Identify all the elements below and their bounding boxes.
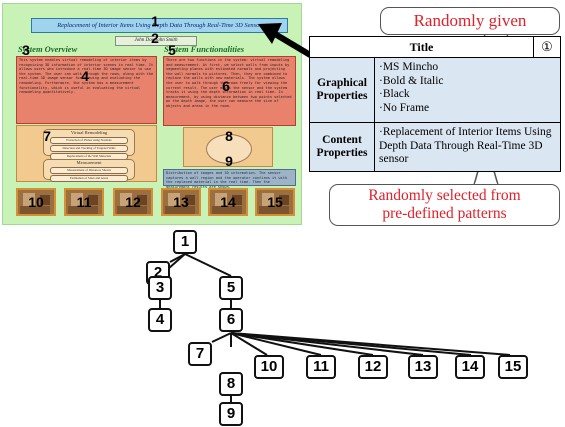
tree-node-10: 10 <box>254 355 284 379</box>
content-properties-value: ·Replacement of Interior Items Using Dep… <box>374 122 561 172</box>
diagram-group-measurement: Measurement Measurement of Distances Sho… <box>43 159 135 182</box>
arrow-head <box>258 23 282 44</box>
tree-node-11: 11 <box>306 355 336 379</box>
tree-node-12: 12 <box>358 355 388 379</box>
diagram-group-remodeling: Virtual Remodeling Extraction of Planes … <box>43 129 135 160</box>
poster-label-2: 2 <box>151 30 159 46</box>
photo-thumbnail <box>255 188 295 216</box>
diagram-group-remodeling-title: Virtual Remodeling <box>70 130 108 135</box>
tree-edges <box>159 253 511 402</box>
poster-label-3: 3 <box>22 42 30 58</box>
poster-label-13: 13 <box>173 194 189 210</box>
poster-authors: John Doe John Smith <box>115 36 197 46</box>
tree-node-14: 14 <box>455 355 485 379</box>
tree-node-1: 1 <box>173 230 197 254</box>
graphical-value: ·Bold & Italic <box>379 74 444 87</box>
tree-node-15: 15 <box>498 355 528 379</box>
content-label-line-1: Content <box>322 134 362 146</box>
callout-top-text: Randomly given <box>413 11 527 30</box>
graphical-value: ·Black <box>379 88 410 100</box>
photo-thumbnail <box>16 188 56 216</box>
poster-layout: Replacement of Interior Items Using Dept… <box>2 3 302 225</box>
functionality-image <box>183 127 273 167</box>
tree-node-6: 6 <box>219 308 243 332</box>
content-properties-label: Content Properties <box>309 122 375 172</box>
poster-label-12: 12 <box>125 194 141 210</box>
graphical-label-line-1: Graphical <box>317 77 367 89</box>
graphical-label-line-2: Properties <box>316 90 368 102</box>
diagram-step: Detection and Tracking of Targeted Walls <box>50 145 128 152</box>
callout-predefined-patterns: Randomly selected from pre-defined patte… <box>329 184 560 226</box>
overview-heading: System Overview <box>18 44 78 54</box>
graphical-properties-values: ·MS Mincho ·Bold & Italic ·Black ·No Fra… <box>374 57 561 123</box>
photo-thumbnail <box>161 188 201 216</box>
tree-node-13: 13 <box>408 355 438 379</box>
diagram-step: Estimation of Sizes and Areas <box>50 175 128 182</box>
tree-node-7: 7 <box>188 342 212 366</box>
overview-text-box: This system enables virtual remodeling o… <box>16 56 157 124</box>
poster-label-7: 7 <box>43 128 51 144</box>
photo-thumbnail <box>208 188 248 216</box>
poster-label-6: 6 <box>222 78 230 94</box>
poster-label-9: 9 <box>225 153 233 169</box>
tree-node-4: 4 <box>148 308 172 332</box>
poster-label-14: 14 <box>220 194 236 210</box>
photo-thumbnail <box>113 188 153 216</box>
functionalities-text-box: There are two functions in the system: v… <box>163 56 296 126</box>
callout-bottom-line-2: pre-defined patterns <box>382 205 507 222</box>
tree-node-3: 3 <box>148 276 172 300</box>
graphical-value: ·MS Mincho <box>379 61 439 73</box>
diagram-step: Measurement of Distances Shown <box>50 167 128 174</box>
poster-label-15: 15 <box>267 194 283 210</box>
graphical-value: ·No Frame <box>379 101 430 114</box>
diagram-group-measurement-title: Measurement <box>76 160 102 165</box>
poster-label-5: 5 <box>168 42 176 58</box>
tree-node-5: 5 <box>219 276 243 300</box>
content-label-line-2: Properties <box>316 147 368 159</box>
callout-bottom-line-1: Randomly selected from <box>368 187 521 204</box>
sensor-image-placeholder <box>206 134 252 164</box>
poster-label-11: 11 <box>76 194 92 210</box>
table-header-title: Title <box>309 36 534 58</box>
overview-diagram: Virtual Remodeling Extraction of Planes … <box>16 125 157 182</box>
functionalities-heading: System Functionalities <box>164 44 245 54</box>
poster-label-1: 1 <box>151 13 159 29</box>
poster-title: Replacement of Interior Items Using Dept… <box>31 18 288 33</box>
diagram-step: Extraction of Planes using Normals <box>50 137 128 144</box>
photo-thumbnail <box>64 188 104 216</box>
tree-node-8: 8 <box>219 372 243 396</box>
poster-label-10: 10 <box>28 194 44 210</box>
callout-randomly-given: Randomly given <box>380 7 560 35</box>
graphical-properties-label: Graphical Properties <box>309 57 375 123</box>
tree-node-9: 9 <box>219 402 243 426</box>
poster-label-4: 4 <box>81 68 89 84</box>
caption-text-box: Distribution of images and 3D informatio… <box>163 169 296 189</box>
poster-label-8: 8 <box>225 128 233 144</box>
table-header-number: ① <box>533 36 561 58</box>
